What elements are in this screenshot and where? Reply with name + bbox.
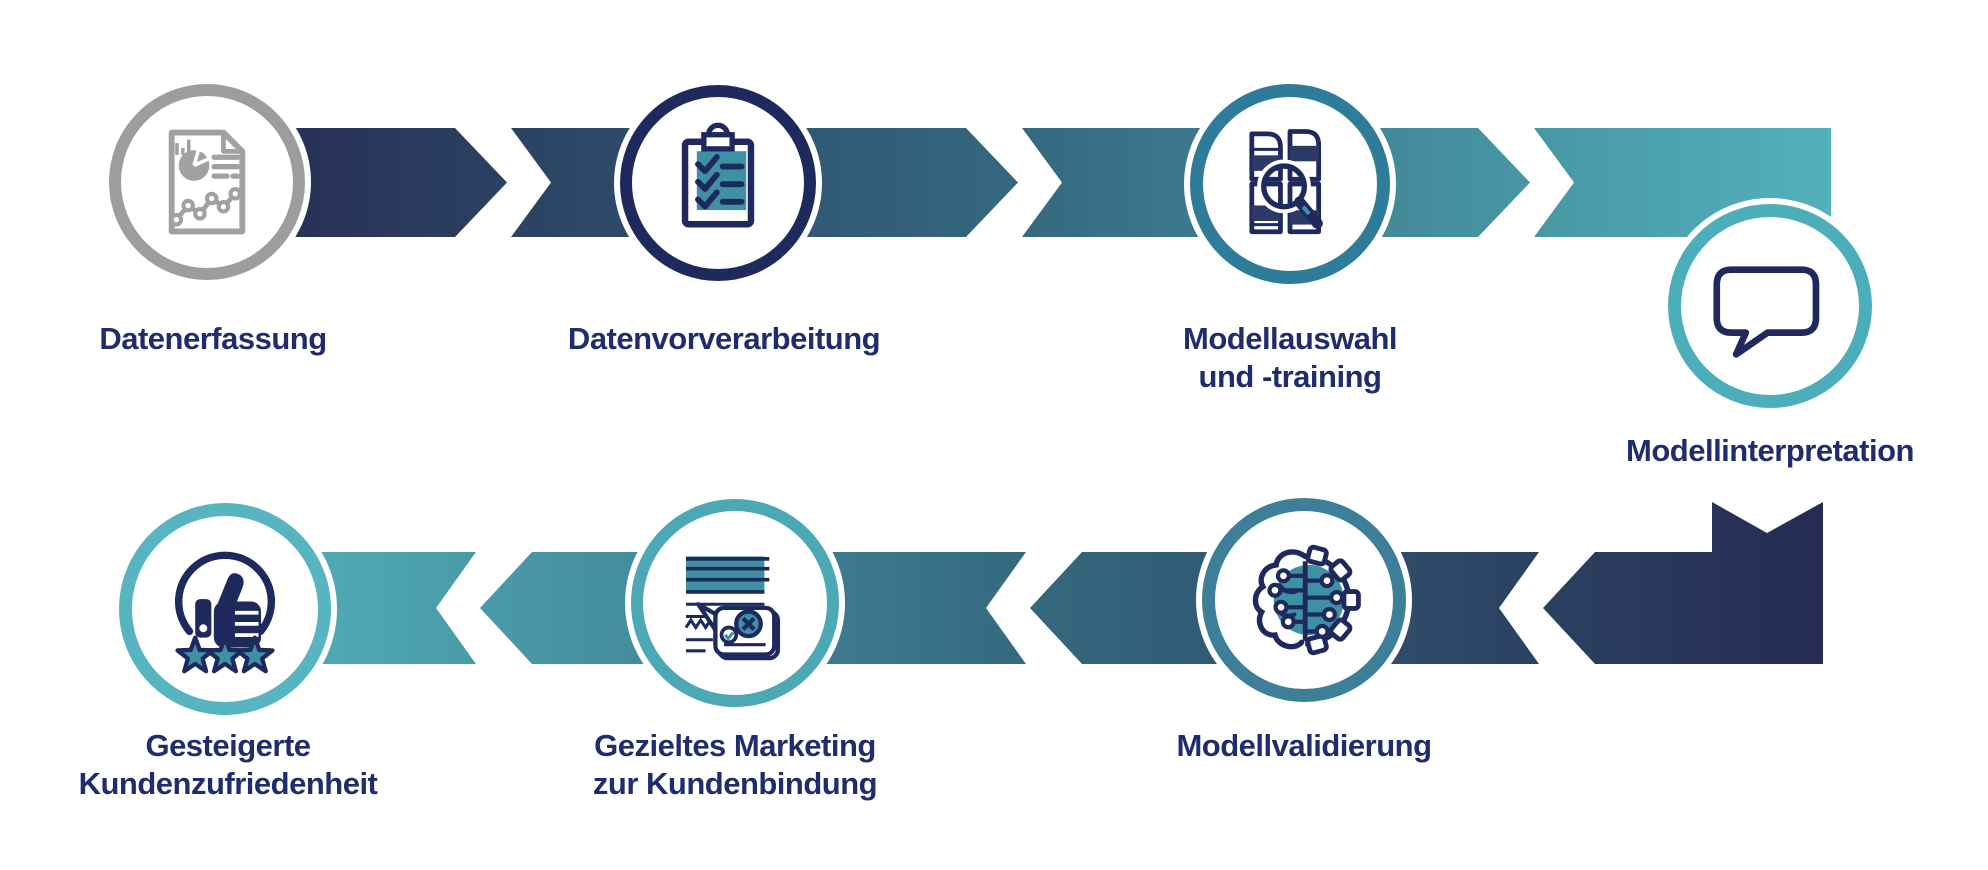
- brain-gear-icon: [1252, 544, 1361, 656]
- step-circle-modellauswahl: [1190, 84, 1390, 284]
- step-label-line: und -training: [1198, 359, 1382, 394]
- step-label-modellvalidierung: Modellvalidierung: [1176, 727, 1432, 765]
- report-document-icon: [168, 129, 246, 235]
- step-label-kundenzufriedenheit: Gesteigerte Kundenzufriedenheit: [79, 727, 378, 803]
- step-label-modellauswahl: Modellauswahl und -training: [1183, 320, 1397, 396]
- flow-wrap-down-segment: [1543, 502, 1823, 664]
- step-label-line: Gesteigerte: [145, 728, 311, 763]
- step-circle-modellinterpretation: [1668, 204, 1872, 408]
- step-circle-datenerfassung: [109, 84, 305, 280]
- checklist-clipboard-icon: [681, 122, 755, 228]
- books-magnifier-icon: [1249, 129, 1323, 235]
- speech-bubble-icon: [1713, 266, 1820, 358]
- step-circle-datenvorverarbeitung: [620, 85, 816, 281]
- step-label-line: Gezieltes Marketing: [594, 728, 876, 763]
- step-label-line: Kundenzufriedenheit: [78, 766, 378, 801]
- step-label-datenvorverarbeitung: Datenvorverarbeitung: [567, 320, 881, 358]
- marketing-ad-icon: [684, 556, 781, 661]
- step-label-line: zur Kundenbindung: [592, 766, 878, 801]
- step-label-modellinterpretation: Modellinterpretation: [1626, 432, 1914, 470]
- step-label-datenerfassung: Datenerfassung: [99, 320, 327, 358]
- step-label-line: Modellauswahl: [1183, 321, 1397, 356]
- step-label-line: Modellinterpretation: [1626, 433, 1914, 468]
- step-circle-kundenzufriedenheit: [119, 503, 331, 715]
- step-label-line: Datenerfassung: [99, 321, 327, 356]
- step-circle-modellvalidierung: [1202, 498, 1406, 702]
- step-label-gezieltes-marketing: Gezieltes Marketing zur Kundenbindung: [592, 727, 878, 803]
- step-label-line: Modellvalidierung: [1176, 728, 1432, 763]
- step-label-line: Datenvorverarbeitung: [567, 321, 881, 356]
- thumbs-up-rating-icon: [174, 551, 276, 674]
- step-circle-gezieltes-marketing: [631, 499, 839, 707]
